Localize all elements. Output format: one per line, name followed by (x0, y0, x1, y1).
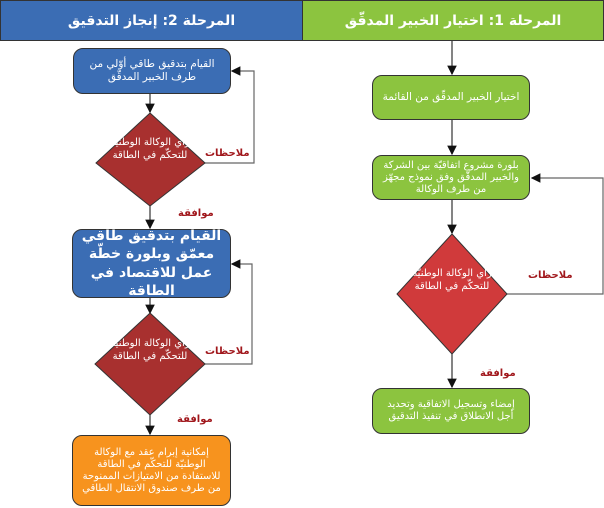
feedback-label-1: ملاحظات (205, 148, 250, 159)
approve-label-1: موافقة (178, 208, 214, 219)
approve-label-3: موافقة (480, 368, 516, 379)
phase2-step3: إمكانية إبرام عقد مع الوكالة الوطنيّة لل… (72, 435, 231, 506)
decision-diamond-3 (396, 233, 508, 355)
phase2-step2: القيام بتدقيق طاقي معمّق وبلورة خطّة عمل… (72, 228, 231, 299)
phase1-step1: اختيار الخبير المدقّق من القائمة (372, 75, 530, 120)
decision-diamond-1 (95, 112, 206, 207)
phase1-step2: بلورة مشروع اتفاقيّة بين الشركة والخبير … (372, 155, 530, 200)
feedback-label-3: ملاحظات (528, 270, 573, 281)
approve-label-2: موافقة (177, 414, 213, 425)
phase2-step1: القيام بتدقيق طاقي أوّلي من طرف الخبير ا… (73, 48, 231, 94)
decision1-text: رأي الوكالة الوطنيّة للتحكّم في الطاقة (110, 137, 190, 161)
decision-diamond-2 (94, 312, 206, 416)
phase1-header: المرحلة 1: اختيار الخبير المدقّق (302, 0, 604, 41)
decision3-text: رأي الوكالة الوطنيّة للتحكّم في الطاقة (412, 268, 492, 292)
phase2-header: المرحلة 2: إنجاز التدقيق (0, 0, 303, 41)
phase1-step3: إمضاء وتسجيل الاتفاقية وتحديد أجل الانطل… (372, 388, 530, 434)
feedback-label-2: ملاحظات (205, 346, 250, 357)
decision2-text: رأي الوكالة الوطنيّة للتحكّم في الطاقة (110, 338, 190, 362)
